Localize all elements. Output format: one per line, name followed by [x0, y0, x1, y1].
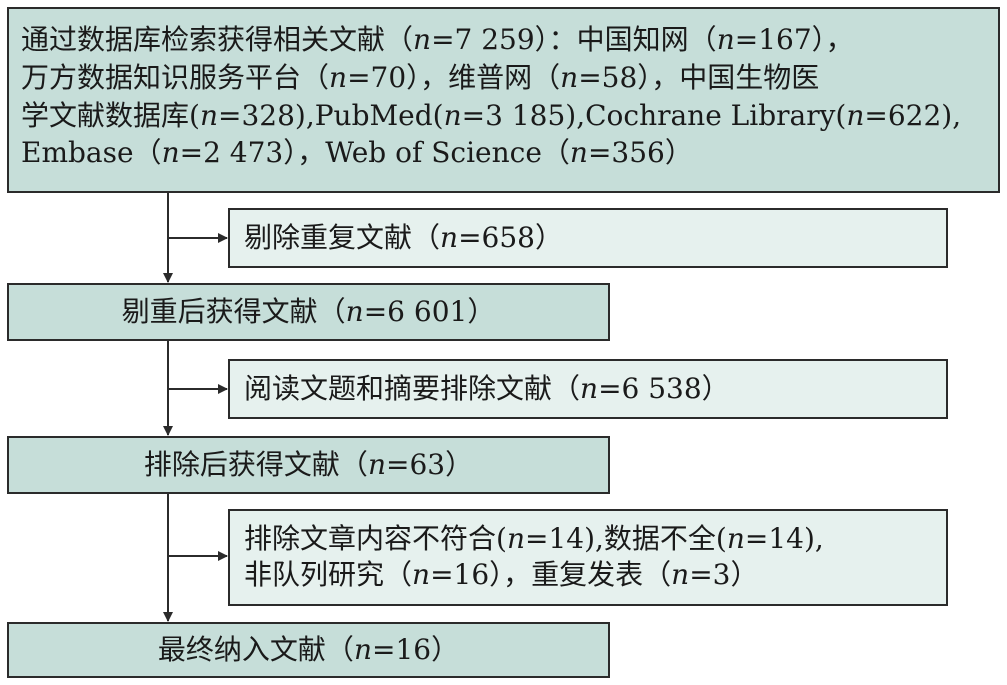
search-results-line-4: Embase（n=2 473），Web of Science（n=356）	[21, 136, 693, 170]
after-dedup-box: 剔重后获得文献（n=6 601）	[7, 283, 610, 341]
exclusion-title-abstract-box: 阅读文题和摘要排除文献（n=6 538）	[228, 359, 948, 419]
after-dedup-text: 剔重后获得文献（n=6 601）	[121, 294, 496, 328]
search-results-line-1: 通过数据库检索获得相关文献（n=7 259）：中国知网（n=167），	[21, 23, 854, 56]
exclusion-duplicates-box: 剔除重复文献（n=658）	[228, 208, 948, 268]
after-screening-text: 排除后获得文献（n=63）	[143, 447, 474, 481]
final-included-text: 最终纳入文献（n=16）	[157, 632, 460, 666]
exclusion-fulltext-line-1: 排除文章内容不符合(n=14),数据不全(n=14),	[244, 522, 824, 555]
search-results-box: 通过数据库检索获得相关文献（n=7 259）：中国知网（n=167）， 万方数据…	[7, 7, 1000, 193]
exclusion-fulltext-line-2: 非队列研究（n=16），重复发表（n=3）	[244, 558, 759, 592]
search-results-line-3: 学文献数据库(n=328),PubMed(n=3 185),Cochrane L…	[21, 98, 962, 132]
search-results-line-2: 万方数据知识服务平台（n=70），维普网（n=58），中国生物医	[21, 60, 820, 94]
exclusion-fulltext-box: 排除文章内容不符合(n=14),数据不全(n=14), 非队列研究（n=16），…	[228, 509, 948, 606]
exclusion-duplicates-text: 剔除重复文献（n=658）	[244, 220, 563, 254]
final-included-box: 最终纳入文献（n=16）	[7, 622, 610, 678]
exclusion-title-abstract-text: 阅读文题和摘要排除文献（n=6 538）	[244, 371, 730, 405]
after-screening-box: 排除后获得文献（n=63）	[7, 436, 610, 494]
